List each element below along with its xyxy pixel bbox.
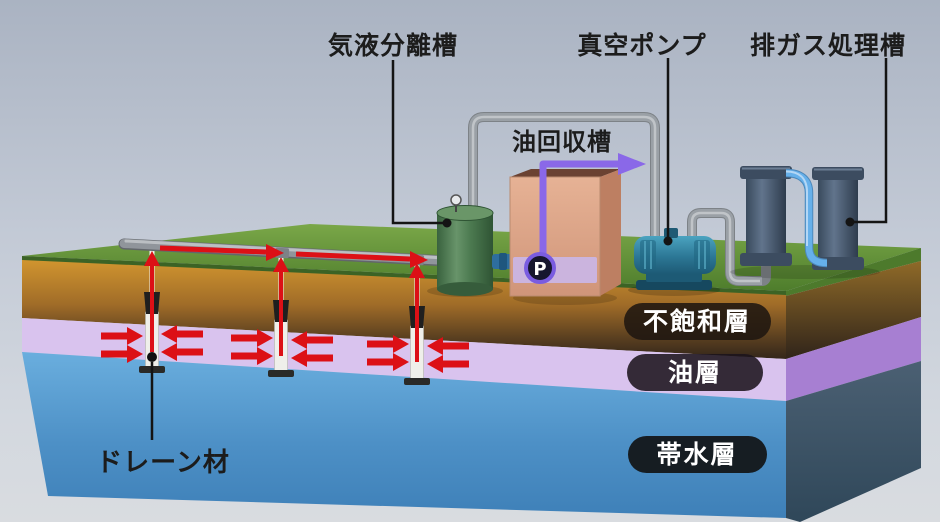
exhaust-gas-treatment-label: 排ガス処理槽 bbox=[750, 31, 906, 60]
pill-aquifer: 帯水層 bbox=[628, 436, 767, 473]
gas-liquid-separator-label: 気液分離槽 bbox=[328, 31, 458, 60]
unsaturated-layer-front bbox=[22, 260, 786, 359]
oil-recovery-tank-label: 油回収槽 bbox=[512, 128, 612, 156]
overhead-pipe bbox=[468, 112, 660, 240]
pipe-flow-arrows bbox=[159, 244, 428, 268]
pump-p-icon: P bbox=[524, 252, 556, 284]
treatment-tank-1 bbox=[740, 166, 792, 266]
oil-layer-label: 油層 bbox=[668, 358, 722, 387]
separator-tank bbox=[427, 194, 514, 297]
layer-label-pills: 不飽和層 油層 帯水層 bbox=[624, 303, 771, 473]
vacuum-pump bbox=[628, 228, 720, 296]
leader-lines bbox=[150, 58, 888, 440]
leader-exhaust bbox=[854, 58, 888, 224]
treatment-tanks bbox=[730, 166, 880, 279]
oil-flow-arrow bbox=[539, 153, 646, 281]
extraction-wells bbox=[139, 248, 430, 385]
tank-outlet-fitting bbox=[492, 253, 514, 270]
unsaturated-layer-label: 不飽和層 bbox=[643, 307, 751, 336]
unsaturated-layer-side bbox=[786, 261, 921, 359]
aquifer-front bbox=[22, 352, 786, 518]
treatment-blue-pipe bbox=[785, 168, 828, 268]
pump-p-letter: P bbox=[533, 259, 546, 280]
treatment-tank-2 bbox=[812, 167, 864, 270]
leader-separator bbox=[391, 60, 443, 225]
pill-oil-layer: 油層 bbox=[627, 354, 763, 391]
grass-side-face bbox=[786, 248, 921, 296]
aquifer-side bbox=[786, 361, 921, 522]
vacuum-pump-label: 真空ポンプ bbox=[577, 31, 706, 60]
exhaust-pipe bbox=[687, 208, 771, 286]
drain-material-label: ドレーン材 bbox=[96, 448, 230, 478]
aquifer-label: 帯水層 bbox=[656, 440, 737, 469]
well-3 bbox=[404, 258, 430, 385]
main-suction-pipe bbox=[118, 238, 453, 268]
well-2 bbox=[268, 252, 294, 377]
oil-layer-side bbox=[786, 317, 921, 401]
drain-material-dot bbox=[147, 352, 157, 362]
oil-recovery-tank bbox=[509, 169, 621, 305]
pill-unsaturated-layer: 不飽和層 bbox=[624, 303, 771, 340]
pressure-gauge-icon bbox=[450, 194, 462, 212]
